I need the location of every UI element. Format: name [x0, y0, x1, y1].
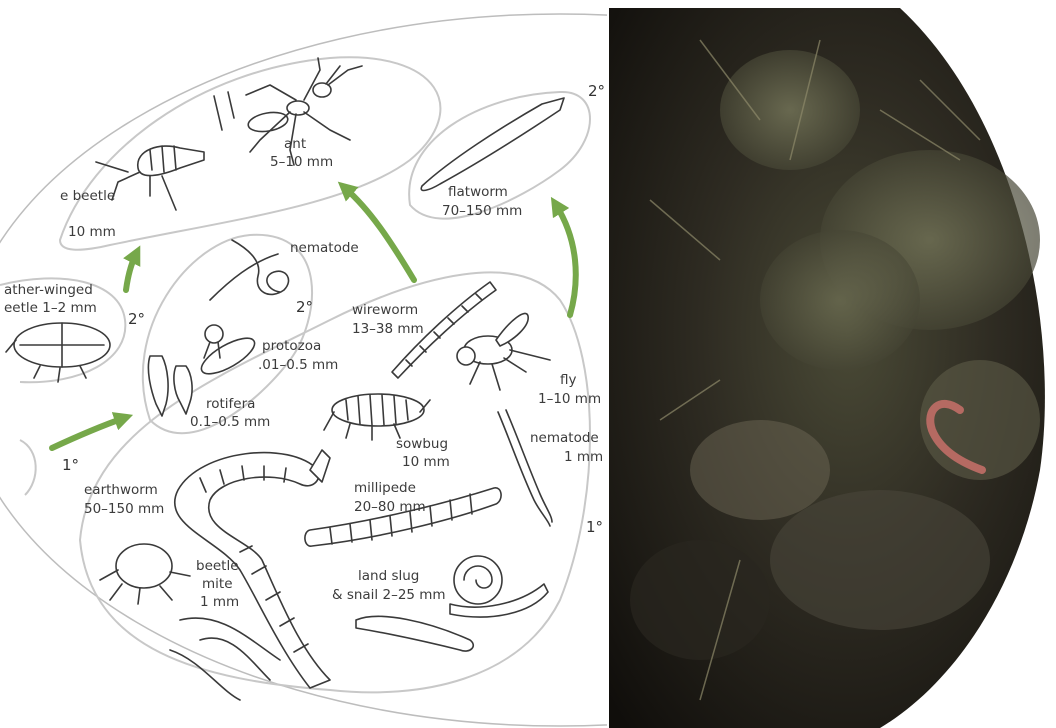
- ant-size-label: 5–10 mm: [270, 154, 333, 170]
- millipede-name-label: millipede: [354, 480, 416, 496]
- rove-beetle-name-label: e beetle: [60, 188, 115, 204]
- fly-size-label: 1–10 mm: [538, 391, 601, 407]
- millipede-size-label: 20–80 mm: [354, 499, 426, 515]
- protozoa-size-label: .01–0.5 mm: [258, 357, 338, 373]
- level-2-top-right: 2°: [588, 82, 605, 100]
- rove-beetle-size-label: 10 mm: [68, 224, 116, 240]
- earthworm-size-label: 50–150 mm: [84, 501, 164, 517]
- feather-beetle-size-label: eetle 1–2 mm: [4, 300, 97, 316]
- land-slug-name-label: land slug: [358, 568, 419, 584]
- sowbug-name-label: sowbug: [396, 436, 448, 452]
- level-1-left: 1°: [62, 456, 79, 474]
- wireworm-name-label: wireworm: [352, 302, 418, 318]
- soil-photo-panel: [608, 8, 1045, 728]
- feather-beetle-name-label: ather-winged: [4, 282, 93, 298]
- fly-name-label: fly: [560, 372, 577, 388]
- rotifera-size-label: 0.1–0.5 mm: [190, 414, 270, 430]
- beetle-mite-name2-label: mite: [202, 576, 233, 592]
- rotifera-name-label: rotifera: [206, 396, 255, 412]
- earthworm-name-label: earthworm: [84, 482, 158, 498]
- nematode-right-size-label: 1 mm: [564, 449, 603, 465]
- nematode-top-name-label: nematode: [290, 240, 359, 256]
- wireworm-size-label: 13–38 mm: [352, 321, 424, 337]
- level-1-right: 1°: [586, 518, 603, 536]
- beetle-mite-size-label: 1 mm: [200, 594, 239, 610]
- beetle-mite-name-label: beetle: [196, 558, 239, 574]
- flatworm-name-label: flatworm: [448, 184, 508, 200]
- protozoa-name-label: protozoa: [262, 338, 321, 354]
- ant-name-label: ant: [284, 136, 306, 152]
- level-2-nematode: 2°: [296, 298, 313, 316]
- sowbug-size-label: 10 mm: [402, 454, 450, 470]
- land-slug-size-label: & snail 2–25 mm: [332, 587, 446, 603]
- nematode-right-name-label: nematode: [530, 430, 599, 446]
- flatworm-size-label: 70–150 mm: [442, 203, 522, 219]
- level-2-upper-left: 2°: [128, 310, 145, 328]
